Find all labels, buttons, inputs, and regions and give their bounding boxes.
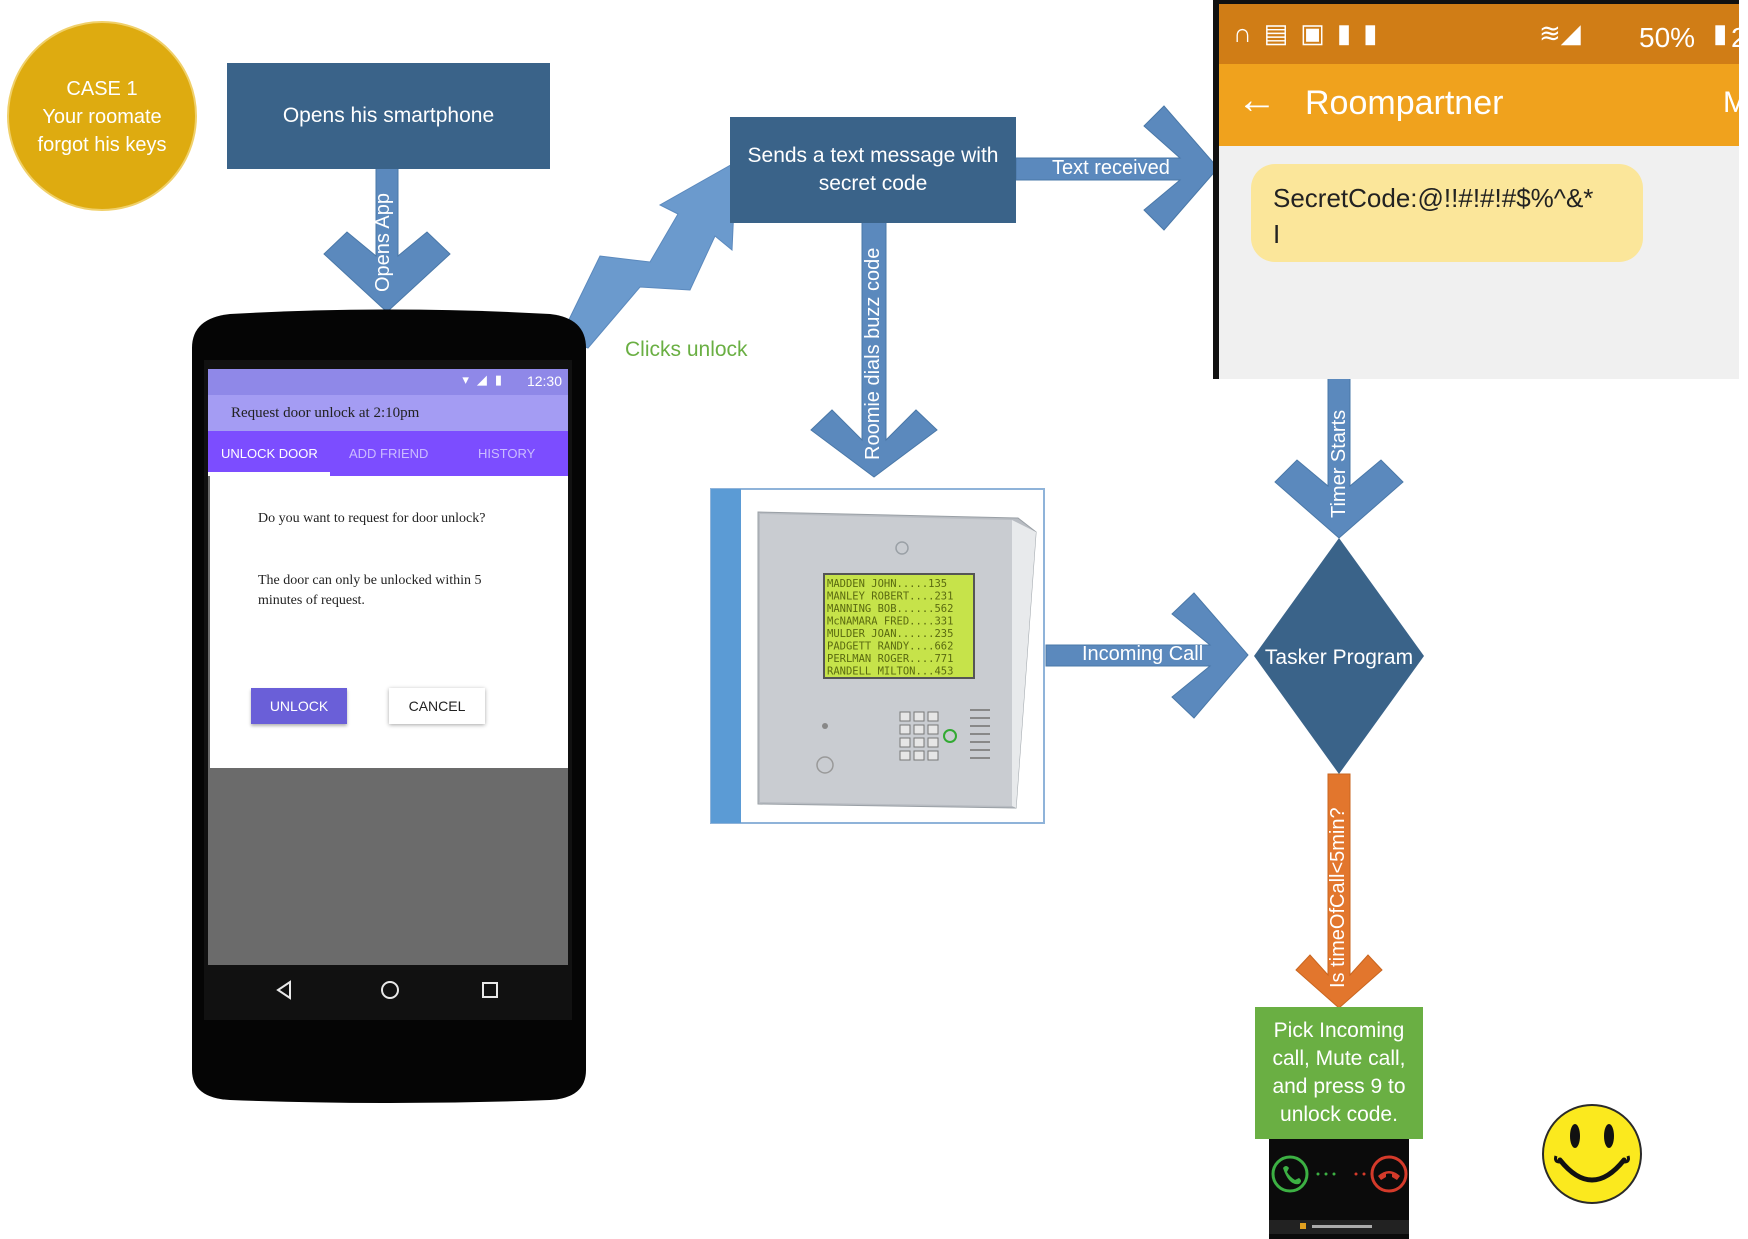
smiley-face-icon [1542, 1104, 1642, 1204]
directory-line: RANDELL MILTON...453 [827, 666, 953, 678]
nav-icons [276, 980, 498, 1000]
sms-screenshot: ∩▤▣▮▮ ≋◢ 50% ▮ 2 ← Roompartner M SecretC… [1213, 0, 1748, 379]
arrow-clicks-unlock [559, 161, 737, 349]
directory-line: PADGETT RANDY....662 [827, 641, 953, 653]
text-received-label: Text received [1052, 157, 1170, 179]
call-screen-thumbnail [1269, 1139, 1409, 1239]
directory-line: MADDEN JOHN.....135 [827, 578, 947, 590]
is-time-label: Is timeOfCall<5min? [1327, 807, 1349, 988]
case-circle: CASE 1 Your roomate forgot his keys [7, 21, 197, 211]
case-title: CASE 1 [66, 78, 137, 100]
tab-unlock-door[interactable]: UNLOCK DOOR [221, 446, 318, 461]
sms-status-bar: ∩▤▣▮▮ ≋◢ 50% ▮ 2 [1219, 4, 1747, 64]
status-fragment: 2 [1731, 22, 1747, 53]
tasker-diamond: Tasker Program [1254, 538, 1424, 774]
header-fragment: M [1723, 86, 1748, 119]
request-title: Request door unlock at 2:10pm [231, 405, 420, 421]
roomie-dials-label: Roomie dials buzz code [862, 247, 884, 460]
home-icon[interactable] [381, 981, 399, 999]
opens-smartphone-label: Opens his smartphone [282, 104, 495, 127]
arrow-opens-app [323, 167, 451, 313]
battery-percent: 50% [1639, 22, 1696, 53]
directory-line: MANLEY ROBERT....231 [827, 591, 953, 603]
pick-call-box: Pick Incoming call, Mute call, and press… [1255, 1007, 1423, 1139]
arrow-incoming-call [1045, 592, 1249, 719]
directory-line: PERLMAN ROGER....771 [827, 653, 953, 665]
directory-line: McNAMARA FRED....331 [827, 616, 953, 628]
cancel-button[interactable]: CANCEL [389, 688, 485, 724]
sms-cursor: I [1273, 219, 1281, 249]
tab-history[interactable]: HISTORY [478, 446, 536, 461]
unlock-dialog: Do you want to request for door unlock? … [210, 476, 568, 768]
sms-message-bubble: SecretCode:@!!#!#!#$%^&* I [1251, 164, 1643, 262]
case-line3: forgot his keys [38, 134, 167, 156]
battery-icon: ▮ [1713, 18, 1728, 48]
sends-text-box: Sends a text message with secret code [730, 117, 1016, 223]
recents-icon[interactable] [482, 982, 498, 998]
tab-bar: UNLOCK DOOR ADD FRIEND HISTORY [208, 431, 568, 476]
tab-add-friend[interactable]: ADD FRIEND [349, 446, 429, 461]
request-title-bar: Request door unlock at 2:10pm [208, 395, 568, 431]
unlock-button[interactable]: UNLOCK [251, 688, 347, 724]
phone-nav-bar [208, 965, 568, 1015]
wifi-signal-icon: ≋◢ [1539, 18, 1581, 48]
status-notification-icons: ∩▤▣▮▮ [1233, 18, 1390, 48]
sms-message: SecretCode:@!!#!#!#$%^&* [1273, 183, 1594, 213]
keypad-icon [899, 711, 939, 761]
dialog-question: Do you want to request for door unlock? [258, 511, 486, 526]
back-arrow-icon[interactable]: ← [1237, 78, 1277, 122]
incoming-call-label: Incoming Call [1082, 643, 1204, 665]
status-icons: ▾◢▮ [462, 372, 510, 387]
opens-smartphone-box: Opens his smartphone [227, 63, 550, 169]
clicks-unlock-label: Clicks unlock [625, 338, 748, 361]
case-line2: Your roomate [42, 106, 161, 128]
directory-line: MANNING BOB......562 [827, 603, 953, 615]
sends-text-label: Sends a text message with secret code [747, 144, 999, 195]
arrow-timer-starts [1274, 375, 1404, 539]
opens-app-label: Opens App [372, 193, 394, 292]
tab-indicator [208, 472, 330, 476]
pick-call-label: Pick Incoming call, Mute call, and press… [1272, 1019, 1406, 1126]
phone-status-bar: ▾◢▮ 12:30 [208, 369, 568, 395]
status-time: 12:30 [526, 373, 562, 389]
directory-line: MULDER JOAN......235 [827, 628, 953, 640]
arrow-text-received [1015, 105, 1219, 231]
answer-call-icon [1271, 1155, 1309, 1193]
back-icon[interactable] [276, 980, 291, 1000]
arrow-roomie-dials [810, 221, 938, 478]
contact-name: Roompartner [1305, 84, 1504, 122]
arrow-is-time [1295, 773, 1383, 1009]
phone-screen: ▾◢▮ 12:30 Request door unlock at 2:10pm … [208, 369, 568, 965]
sms-header: ← Roompartner M [1219, 64, 1748, 146]
timer-starts-label: Timer Starts [1328, 409, 1350, 518]
tasker-label: Tasker Program [1265, 646, 1413, 669]
dialog-note: The door can only be unlocked within 5 m… [258, 573, 482, 608]
